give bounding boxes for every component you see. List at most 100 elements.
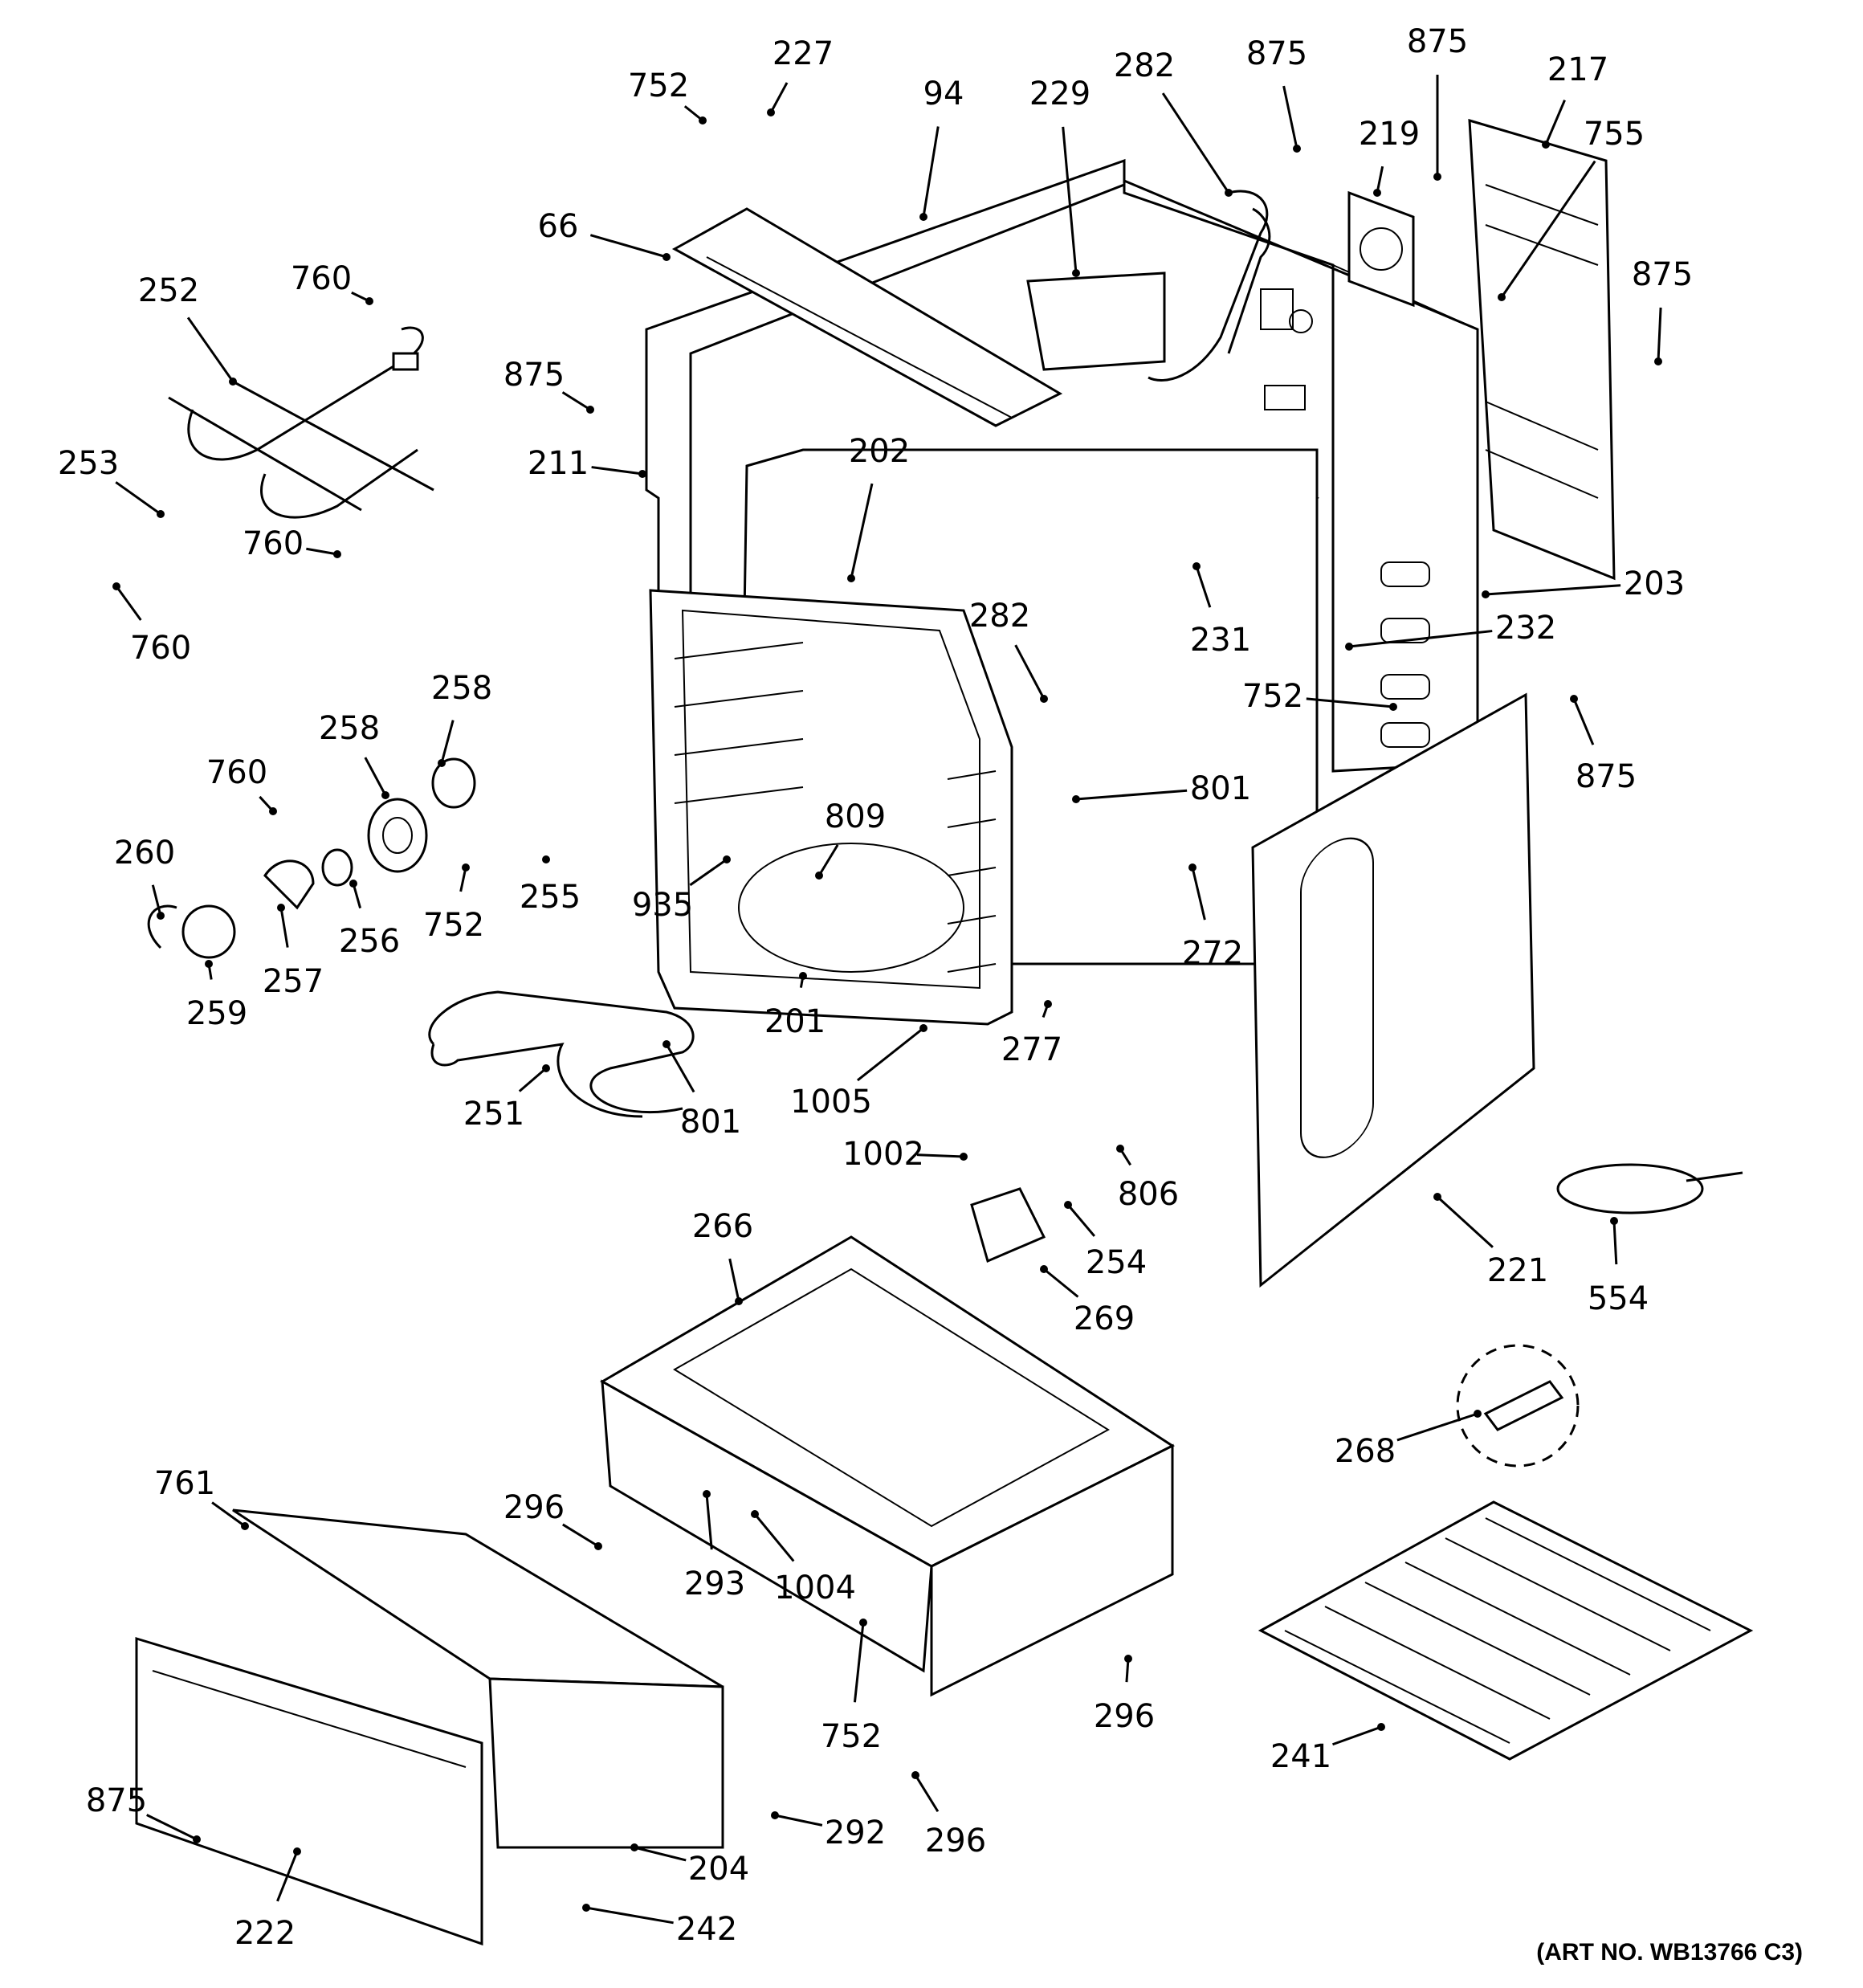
leader-end-241 bbox=[1377, 1723, 1385, 1731]
leader-end-268 bbox=[1474, 1410, 1482, 1418]
leader-end-296 bbox=[911, 1771, 919, 1779]
leader-line-875 bbox=[146, 1814, 198, 1841]
leader-line-221 bbox=[1436, 1195, 1494, 1248]
part-label-277: 277 bbox=[1001, 1031, 1062, 1068]
leader-line-801 bbox=[665, 1043, 695, 1093]
vent-tube-282 bbox=[1148, 190, 1271, 382]
leader-end-256 bbox=[349, 880, 357, 888]
leader-end-875 bbox=[1570, 695, 1578, 703]
leader-line-272 bbox=[1191, 867, 1206, 921]
part-label-875: 875 bbox=[1632, 256, 1693, 293]
leader-lines bbox=[112, 75, 1662, 1925]
leader-end-255 bbox=[542, 855, 550, 863]
power-cord-554 bbox=[1556, 1163, 1743, 1214]
leader-end-202 bbox=[847, 574, 855, 582]
part-label-296: 296 bbox=[503, 1489, 565, 1526]
rear-cover-217 bbox=[1468, 118, 1616, 581]
part-label-554: 554 bbox=[1588, 1280, 1649, 1317]
part-label-806: 806 bbox=[1118, 1176, 1179, 1213]
leader-end-227 bbox=[767, 108, 775, 116]
leader-line-217 bbox=[1544, 100, 1566, 145]
part-label-293: 293 bbox=[684, 1565, 745, 1602]
leader-line-875 bbox=[1282, 85, 1298, 149]
leader-end-760 bbox=[333, 550, 341, 558]
part-label-231: 231 bbox=[1190, 622, 1251, 659]
leader-line-66 bbox=[589, 234, 667, 259]
part-label-272: 272 bbox=[1182, 935, 1243, 972]
leader-end-222 bbox=[293, 1847, 301, 1855]
part-label-761: 761 bbox=[154, 1465, 215, 1502]
leader-end-242 bbox=[582, 1904, 590, 1912]
leader-line-554 bbox=[1612, 1220, 1618, 1265]
leader-line-760 bbox=[115, 586, 142, 621]
part-label-292: 292 bbox=[825, 1815, 886, 1851]
leader-end-875 bbox=[1433, 173, 1441, 181]
part-label-66: 66 bbox=[538, 208, 579, 245]
leader-end-1005 bbox=[919, 1024, 927, 1032]
part-label-229: 229 bbox=[1029, 76, 1090, 112]
drawer-204 bbox=[135, 1508, 724, 1946]
leader-line-258 bbox=[364, 757, 387, 796]
part-label-875: 875 bbox=[1407, 23, 1468, 60]
leader-line-1004 bbox=[753, 1513, 795, 1562]
leader-end-1002 bbox=[960, 1153, 968, 1161]
part-label-219: 219 bbox=[1359, 116, 1420, 153]
leader-end-94 bbox=[919, 213, 927, 221]
leader-line-293 bbox=[705, 1493, 713, 1550]
part-label-282: 282 bbox=[1114, 47, 1175, 84]
leader-end-272 bbox=[1188, 863, 1196, 872]
part-label-232: 232 bbox=[1495, 610, 1556, 647]
leader-end-204 bbox=[630, 1843, 638, 1851]
part-label-760: 760 bbox=[206, 754, 267, 791]
leader-end-229 bbox=[1072, 269, 1080, 277]
bake-element-251 bbox=[428, 990, 695, 1118]
leader-line-296 bbox=[914, 1774, 940, 1813]
leader-line-266 bbox=[728, 1258, 740, 1302]
part-label-752: 752 bbox=[423, 907, 484, 944]
leader-line-254 bbox=[1066, 1204, 1096, 1237]
part-label-204: 204 bbox=[688, 1851, 749, 1888]
leader-end-752 bbox=[699, 116, 707, 125]
terminal-block-cover-219 bbox=[1347, 190, 1415, 308]
leader-line-232 bbox=[1348, 630, 1493, 648]
leader-end-296 bbox=[594, 1542, 602, 1550]
leader-end-266 bbox=[735, 1297, 743, 1305]
drawer-bracket-268 bbox=[1456, 1344, 1580, 1468]
part-label-282: 282 bbox=[969, 598, 1030, 635]
part-label-252: 252 bbox=[138, 272, 199, 309]
part-label-1002: 1002 bbox=[842, 1136, 924, 1173]
leader-line-801 bbox=[1075, 789, 1188, 801]
leader-line-241 bbox=[1332, 1725, 1382, 1746]
leader-end-292 bbox=[771, 1811, 779, 1819]
leader-line-1005 bbox=[857, 1027, 924, 1082]
part-label-242: 242 bbox=[676, 1911, 737, 1948]
leader-end-201 bbox=[799, 972, 807, 980]
leader-end-282 bbox=[1040, 695, 1048, 703]
leader-end-875 bbox=[1293, 145, 1301, 153]
oven-rack-241 bbox=[1258, 1500, 1754, 1761]
leader-end-219 bbox=[1373, 189, 1381, 197]
leader-end-258 bbox=[381, 791, 389, 799]
leader-end-801 bbox=[662, 1040, 671, 1048]
leader-end-251 bbox=[542, 1064, 550, 1072]
part-label-201: 201 bbox=[764, 1003, 826, 1040]
leader-end-258 bbox=[438, 759, 446, 767]
leader-line-203 bbox=[1485, 584, 1621, 596]
part-label-875: 875 bbox=[86, 1782, 147, 1819]
leader-end-221 bbox=[1433, 1193, 1441, 1201]
leader-end-217 bbox=[1542, 141, 1550, 149]
oven-liner-202 bbox=[649, 448, 1319, 1026]
leader-line-760 bbox=[306, 547, 338, 556]
leader-line-257 bbox=[279, 907, 289, 948]
leader-line-211 bbox=[591, 466, 643, 476]
leader-line-219 bbox=[1376, 165, 1384, 194]
leader-end-752 bbox=[1389, 703, 1397, 711]
leader-end-211 bbox=[638, 470, 646, 478]
leader-end-875 bbox=[193, 1835, 201, 1843]
leader-line-258 bbox=[440, 720, 455, 764]
part-label-760: 760 bbox=[130, 630, 191, 667]
leader-end-760 bbox=[365, 297, 373, 305]
leader-end-293 bbox=[703, 1490, 711, 1498]
leader-line-204 bbox=[634, 1846, 687, 1862]
